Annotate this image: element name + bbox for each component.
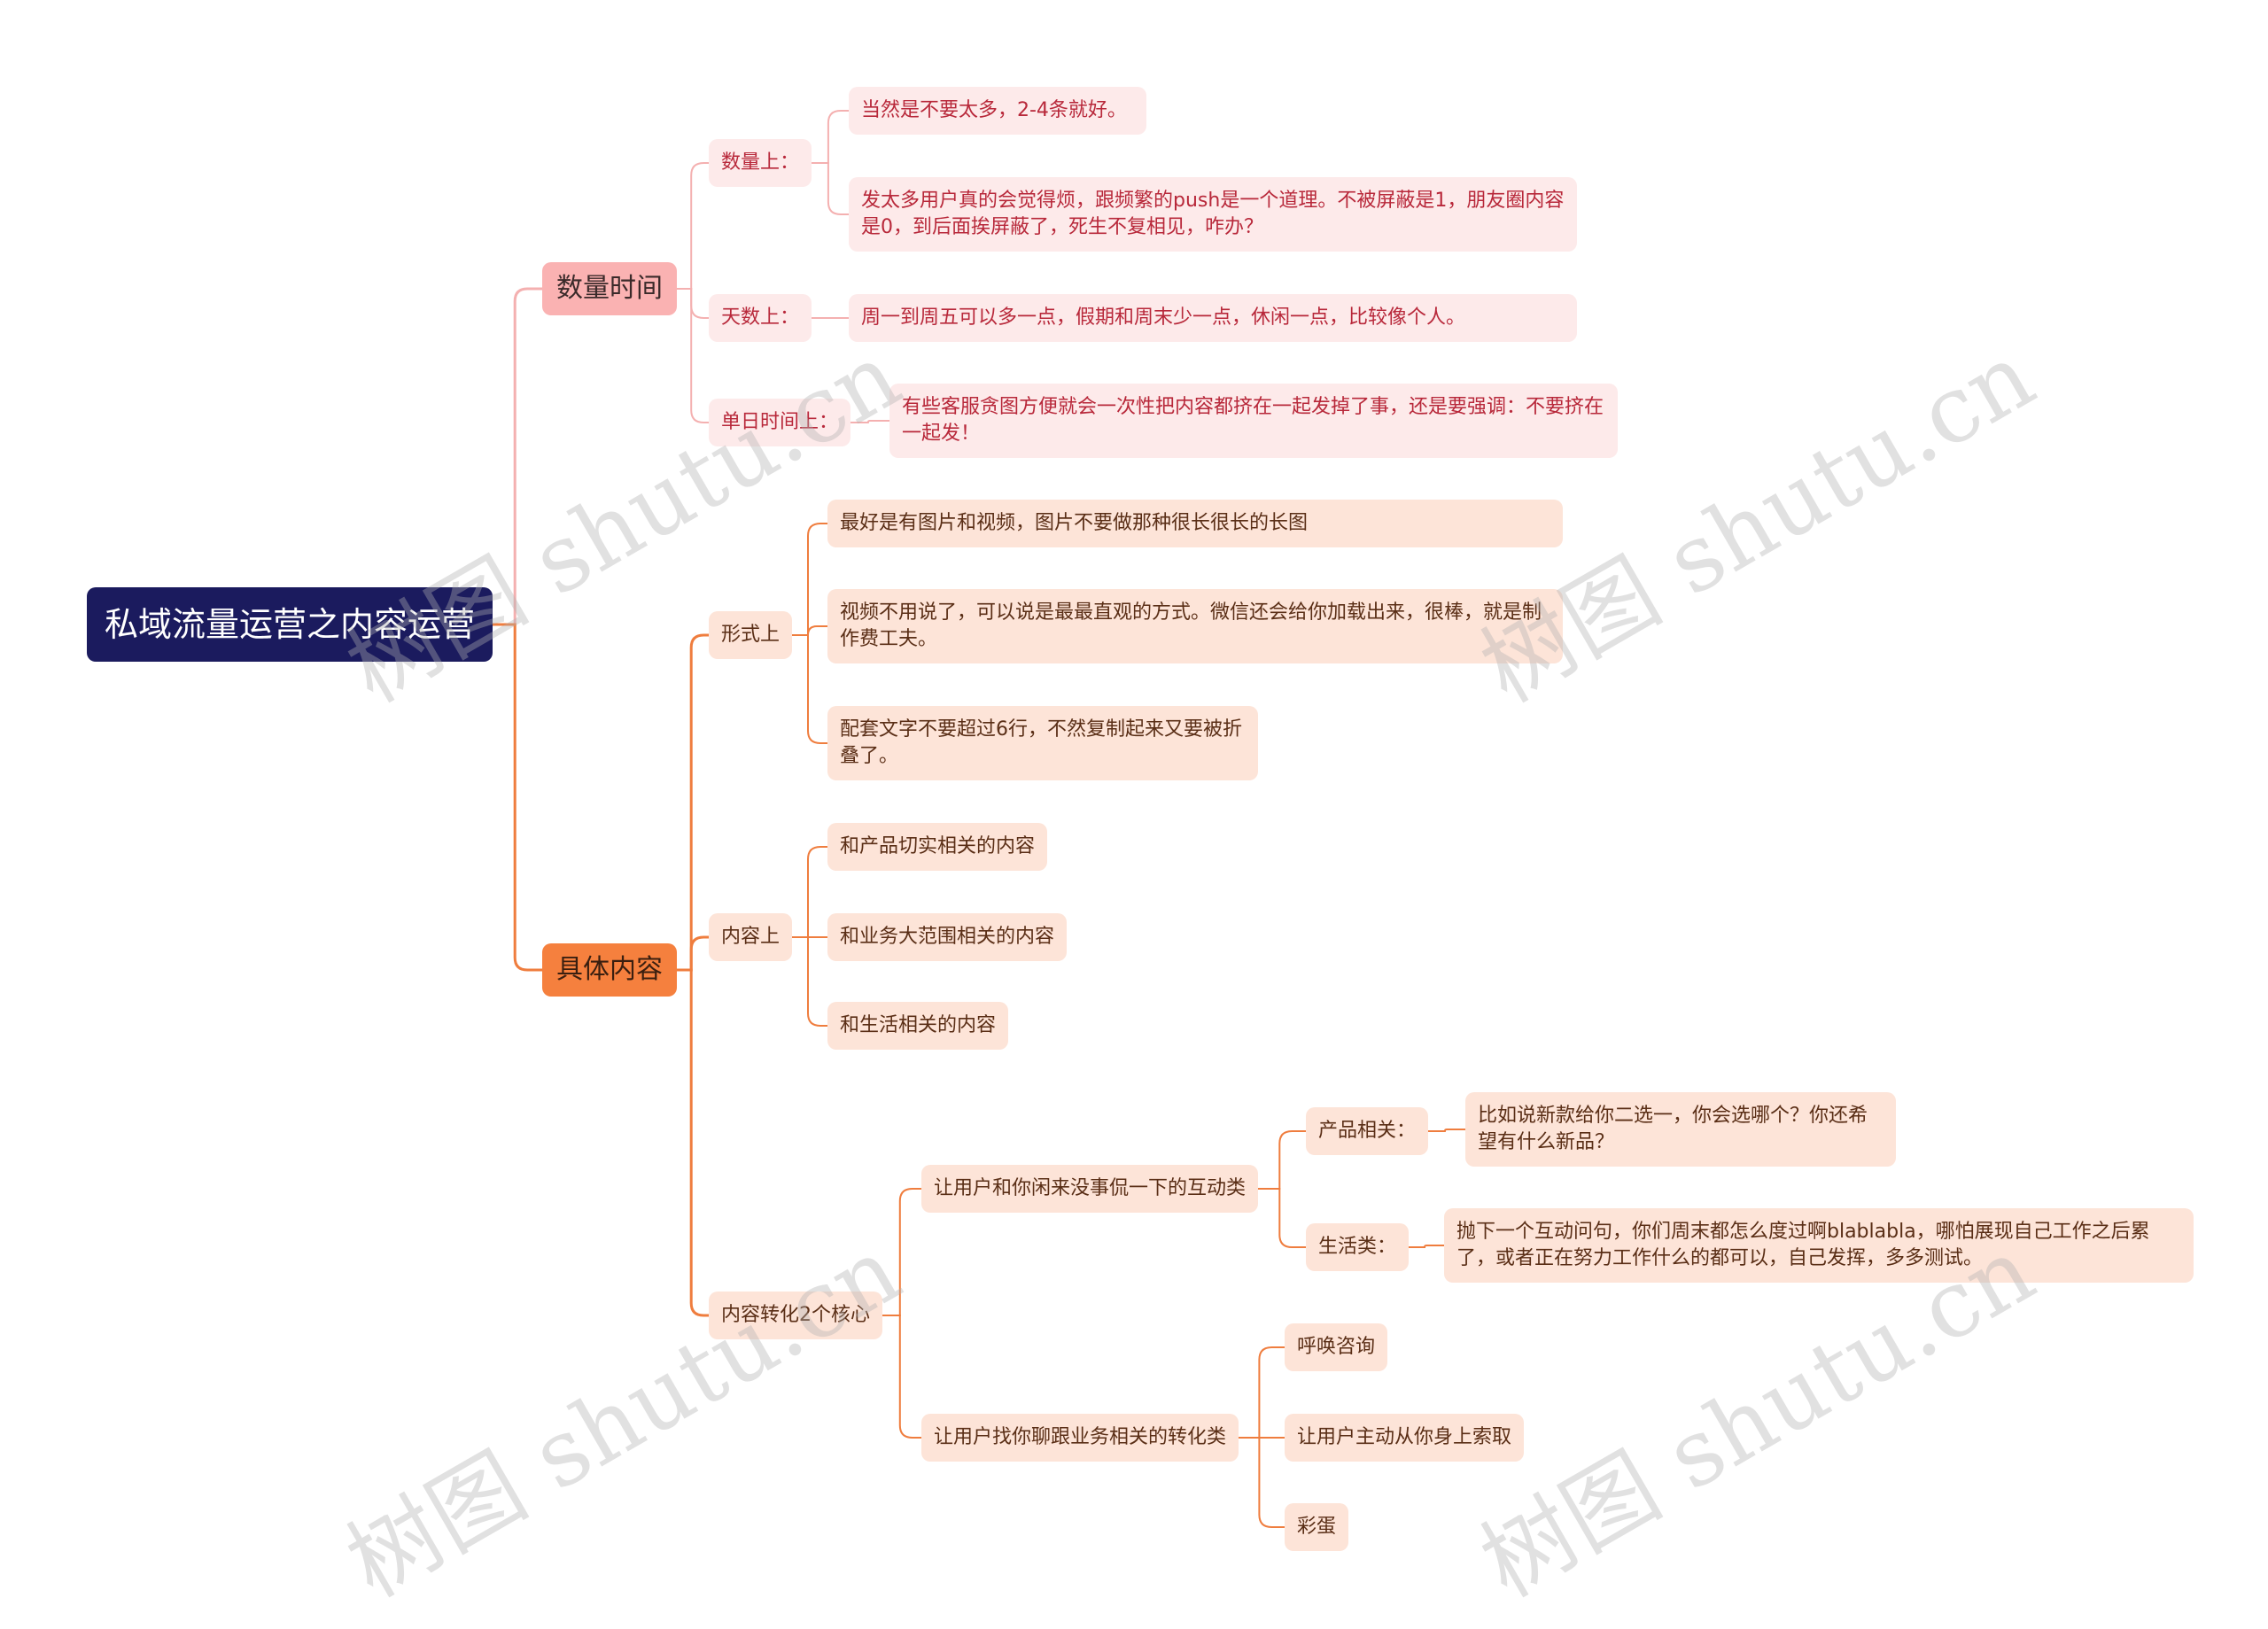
topic-daily-time[interactable]: 单日时间上： xyxy=(709,399,851,446)
leaf-life[interactable]: 抛下一个互动问句，你们周末都怎么度过啊blablabla，哪怕展现自己工作之后累… xyxy=(1444,1208,2194,1283)
link-root-0-0 xyxy=(493,287,542,626)
link-prod-0 xyxy=(1428,1129,1465,1132)
topic-conversion-core[interactable]: 内容转化2个核心 xyxy=(709,1292,882,1339)
link-trans-2 xyxy=(1239,1437,1285,1528)
leaf-content-2[interactable]: 和业务大范围相关的内容 xyxy=(827,913,1068,961)
topic-form[interactable]: 形式上 xyxy=(709,611,793,659)
link-life-0 xyxy=(1409,1245,1444,1248)
topic-product-related[interactable]: 产品相关： xyxy=(1306,1107,1429,1155)
link-qty-1 xyxy=(812,162,849,215)
leaf-content-3[interactable]: 和生活相关的内容 xyxy=(827,1002,1009,1050)
leaf-daily-time[interactable]: 有些客服贪图方便就会一次性把内容都挤在一起发掉了事，还是要强调：不要挤在一起发！ xyxy=(889,384,1618,458)
link-qty-0 xyxy=(812,110,849,164)
topic-transformation[interactable]: 让用户找你聊跟业务相关的转化类 xyxy=(921,1414,1239,1462)
link-trans-0 xyxy=(1239,1346,1285,1439)
leaf-content-1[interactable]: 和产品切实相关的内容 xyxy=(827,823,1048,871)
link-conv-1 xyxy=(882,1315,921,1439)
link-time-1 xyxy=(677,288,709,319)
leaf-transform-1[interactable]: 呼唤咨询 xyxy=(1285,1323,1388,1371)
link-conv-0 xyxy=(882,1188,921,1316)
link-content-1 xyxy=(677,935,709,972)
link-root-1-0 xyxy=(493,623,542,972)
leaf-quantity-2[interactable]: 发太多用户真的会觉得烦，跟频繁的push是一个道理。不被屏蔽是1，朋友圈内容是0… xyxy=(849,177,1577,252)
link-cont-0 xyxy=(792,846,827,938)
link-form-1 xyxy=(792,625,827,636)
leaf-form-1[interactable]: 最好是有图片和视频，图片不要做那种很长很长的长图 xyxy=(827,500,1563,547)
leaf-transform-2[interactable]: 让用户主动从你身上索取 xyxy=(1285,1414,1525,1462)
link-form-0 xyxy=(792,523,827,636)
branch-quantity-time[interactable]: 数量时间 xyxy=(542,262,677,315)
link-form-2 xyxy=(792,634,827,744)
link-content-2 xyxy=(677,968,709,1317)
link-int-1 xyxy=(1258,1188,1306,1248)
topic-interaction[interactable]: 让用户和你闲来没事侃一下的互动类 xyxy=(921,1165,1259,1213)
link-daily-0 xyxy=(850,420,889,423)
leaf-form-2[interactable]: 视频不用说了，可以说是最最直观的方式。微信还会给你加载出来，很棒，就是制作费工夫… xyxy=(827,589,1563,663)
leaf-product-related[interactable]: 比如说新款给你二选一，你会选哪个？你还希望有什么新品？ xyxy=(1465,1092,1896,1167)
root-topic[interactable]: 私域流量运营之内容运营 xyxy=(87,587,493,662)
link-content-0 xyxy=(677,633,709,972)
topic-life[interactable]: 生活类： xyxy=(1306,1223,1410,1271)
leaf-transform-3[interactable]: 彩蛋 xyxy=(1285,1503,1349,1551)
leaf-quantity-1[interactable]: 当然是不要太多，2-4条就好。 xyxy=(849,87,1146,135)
link-time-0 xyxy=(677,162,709,290)
topic-content[interactable]: 内容上 xyxy=(709,913,793,961)
link-time-2 xyxy=(677,288,709,423)
topic-days[interactable]: 天数上： xyxy=(709,294,812,342)
link-int-0 xyxy=(1258,1130,1306,1190)
branch-specific-content[interactable]: 具体内容 xyxy=(542,943,677,997)
link-cont-2 xyxy=(792,936,827,1027)
leaf-days[interactable]: 周一到周五可以多一点，假期和周末少一点，休闲一点，比较像个人。 xyxy=(849,294,1577,342)
topic-quantity[interactable]: 数量上： xyxy=(709,139,812,187)
leaf-form-3[interactable]: 配套文字不要超过6行，不然复制起来又要被折叠了。 xyxy=(827,706,1258,780)
